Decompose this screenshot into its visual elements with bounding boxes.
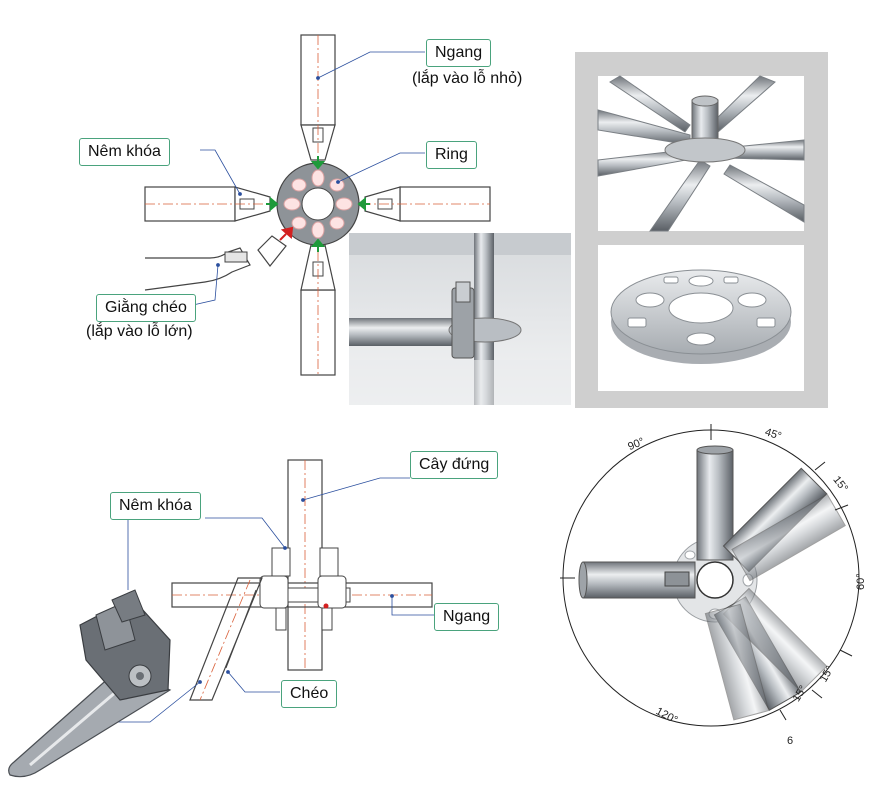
callout-nem-khoa-top: Nêm khóa — [79, 138, 170, 166]
wedge-clamp-illustration — [8, 589, 172, 778]
leader-lines-bottom — [110, 477, 435, 723]
page-number: 6 — [787, 735, 793, 747]
rosette-photo-panel — [575, 52, 828, 408]
ring-plan-drawing — [144, 34, 491, 376]
side-elevation-drawing — [171, 459, 433, 701]
angle-diagram — [560, 424, 860, 727]
angle-120-label: 120° — [654, 705, 680, 726]
callout-ngang-top-note: (lắp vào lỗ nhỏ) — [412, 70, 523, 87]
angle-45-label: 45° — [763, 426, 783, 443]
leader-lines-top — [192, 51, 425, 306]
coupler-photo — [349, 233, 571, 405]
callout-giang-cheo: Giằng chéo — [96, 294, 196, 322]
callout-ngang-top: Ngang — [426, 39, 492, 67]
callout-giang-cheo-note: (lắp vào lỗ lớn) — [86, 323, 193, 340]
angle-60-label: 60° — [855, 573, 867, 590]
callout-cay-dung: Cây đứng — [410, 451, 499, 479]
angle-90-label: 90° — [626, 436, 646, 453]
callout-cheo: Chéo — [281, 680, 338, 708]
angle-15-top-label: 15° — [830, 474, 850, 495]
callout-ring: Ring — [426, 141, 477, 169]
callout-ngang-bottom: Ngang — [434, 603, 500, 631]
callout-nem-khoa-bottom: Nêm khóa — [110, 492, 201, 520]
